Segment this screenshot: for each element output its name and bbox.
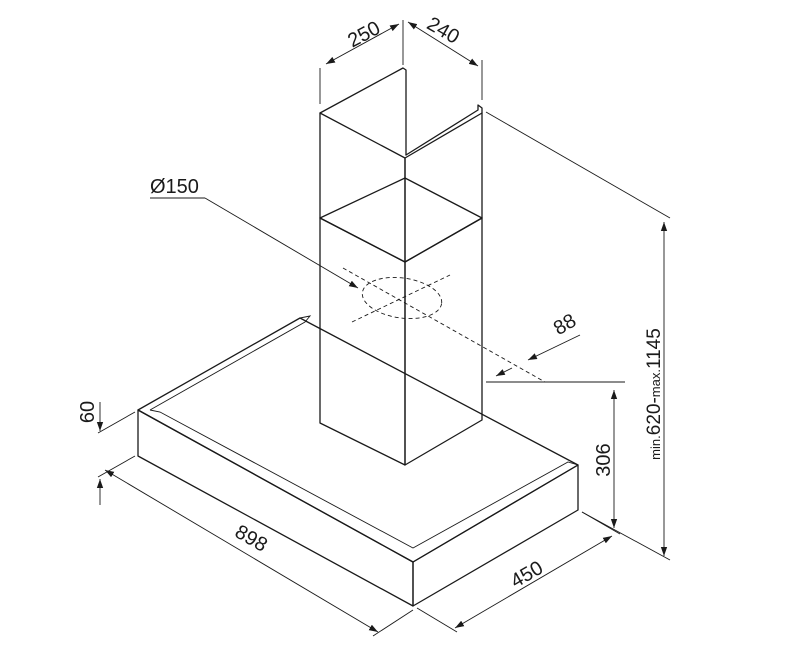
label-450: 450 — [507, 557, 547, 593]
label-diameter-150: Ø150 — [150, 176, 199, 198]
dim-hood-height: 306 — [486, 381, 625, 528]
hood-canopy — [137, 315, 579, 607]
canopy-side-face — [412, 464, 579, 607]
chimney-upper-back-left — [319, 67, 407, 156]
label-1145: 1145 — [644, 328, 665, 369]
dim-hood-thickness: 60 — [77, 401, 136, 505]
label-306: 306 — [593, 443, 615, 476]
label-60: 60 — [77, 401, 99, 423]
chimney-upper-back-right — [405, 104, 483, 156]
duct-outlet — [342, 267, 546, 383]
label-620: 620 — [644, 404, 665, 436]
duct-ellipse — [361, 276, 443, 320]
label-250: 250 — [344, 17, 384, 52]
dim-duct-diameter: Ø150 — [150, 176, 359, 289]
canopy-rim-front — [149, 409, 579, 549]
label-898: 898 — [231, 521, 271, 557]
canopy-front-face — [137, 409, 414, 607]
dim-duct-offset: 88 — [495, 310, 581, 377]
label-min-prefix: min. — [648, 435, 663, 460]
dim-chimney-height: min.620-max.1145 — [485, 111, 671, 561]
chimney-lower — [319, 177, 483, 466]
dim-hood-width: 898 — [104, 469, 414, 637]
label-max-prefix: max. — [648, 369, 663, 397]
chimney-upper-front — [319, 112, 406, 263]
dim-hood-depth: 450 — [416, 511, 621, 633]
canopy-top-face — [137, 317, 579, 563]
duct-cross-line — [351, 274, 451, 323]
chimney-upper — [319, 67, 483, 263]
chimney-upper-side — [404, 112, 483, 263]
label-240: 240 — [423, 13, 463, 49]
label-separator: - — [644, 397, 665, 403]
chimney-lower-top — [319, 177, 483, 219]
canopy-rim-back — [149, 315, 312, 411]
label-chimney-height: min.620-max.1145 — [644, 328, 665, 460]
label-88: 88 — [550, 310, 580, 340]
dim-chimney-depth: 240 — [407, 13, 483, 100]
duct-axis-line — [342, 267, 546, 383]
